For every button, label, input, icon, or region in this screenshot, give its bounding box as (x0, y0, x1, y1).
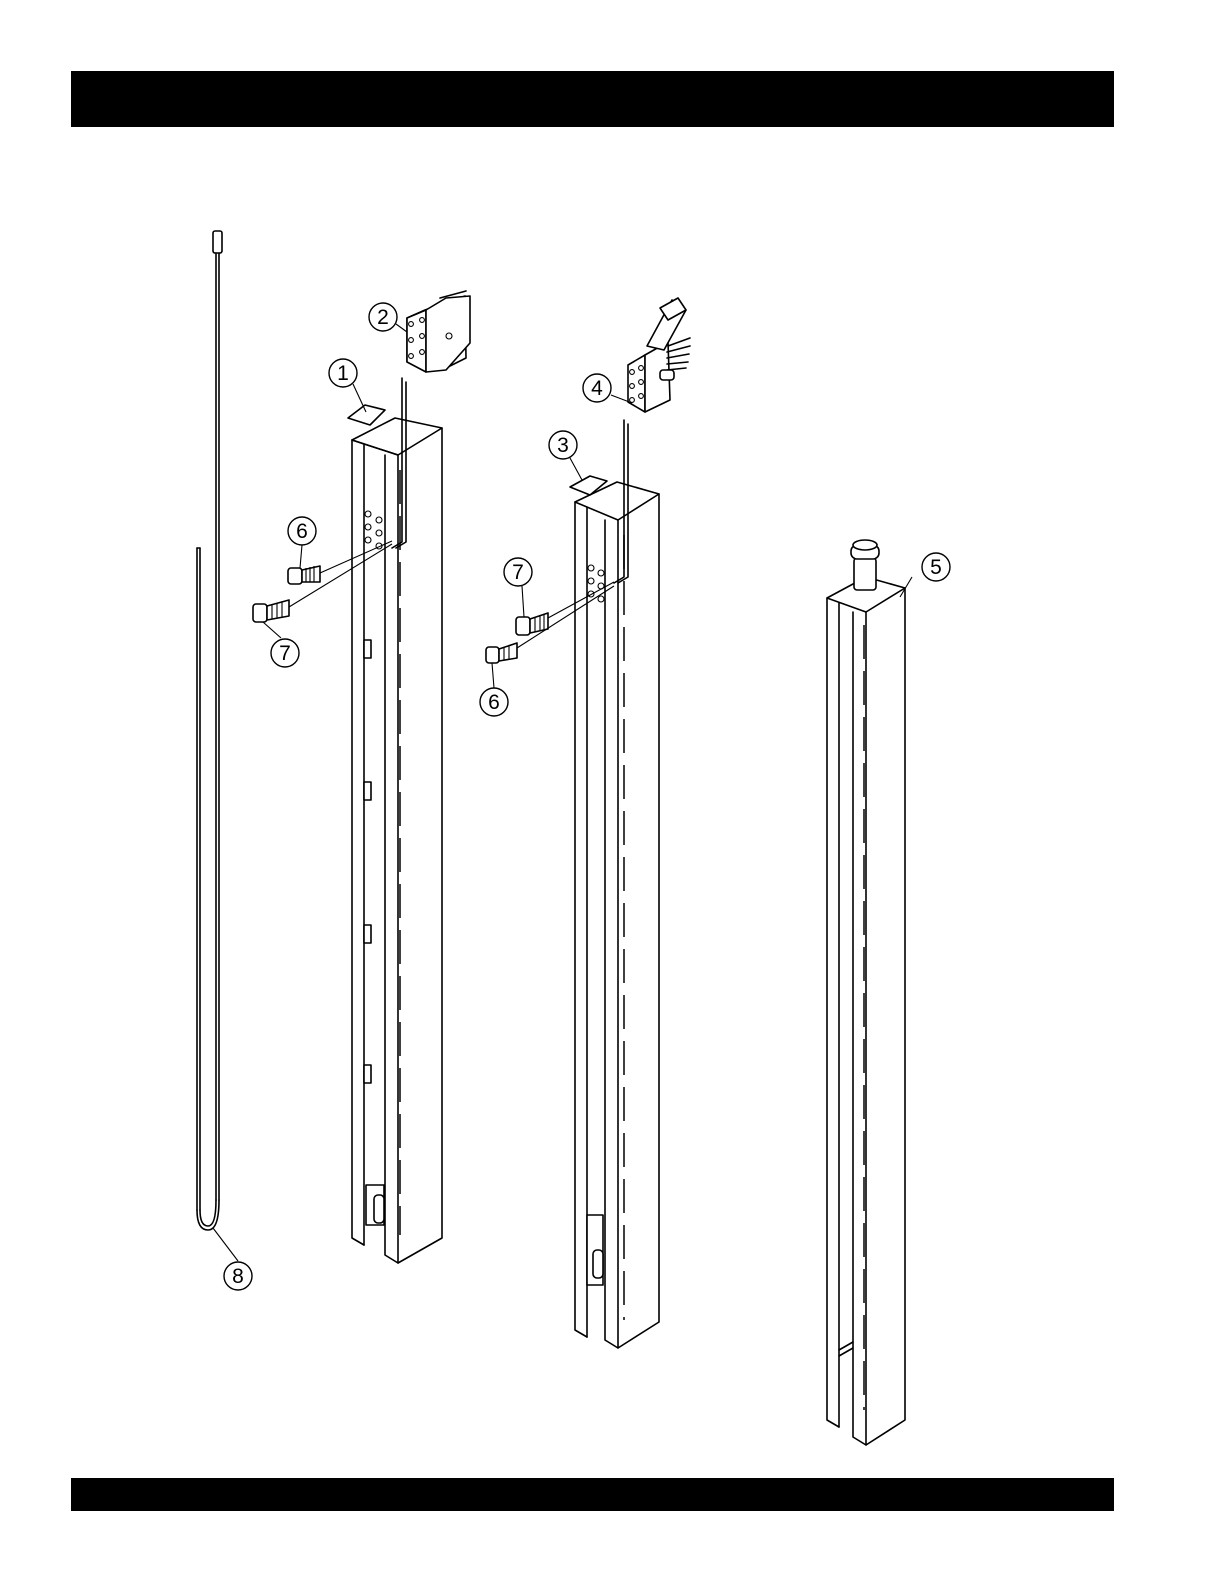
svg-text:1: 1 (337, 362, 349, 385)
part-6-bolt (288, 566, 320, 584)
svg-text:8: 8 (232, 1265, 244, 1288)
callout-2: 2 (369, 303, 397, 331)
callout-3: 3 (549, 431, 577, 459)
svg-text:5: 5 (930, 556, 942, 579)
svg-text:7: 7 (279, 642, 291, 665)
svg-text:6: 6 (488, 691, 500, 714)
part-8-rod-and-wire (197, 231, 222, 1230)
part-3-channel-column (570, 420, 659, 1348)
callout-6: 6 (288, 517, 316, 545)
part-5-channel-column (827, 540, 905, 1445)
svg-text:7: 7 (512, 561, 524, 584)
callout-8: 8 (224, 1262, 252, 1290)
part-1-channel-column (348, 378, 442, 1263)
callout-6: 6 (480, 688, 508, 716)
svg-text:6: 6 (296, 520, 308, 543)
svg-text:3: 3 (557, 434, 569, 457)
part-6-bolt (486, 643, 517, 663)
part-2-mounting-bracket (407, 291, 470, 372)
svg-text:2: 2 (377, 306, 389, 329)
callout-5: 5 (922, 553, 950, 581)
callout-4: 4 (583, 374, 611, 402)
callout-1: 1 (329, 359, 357, 387)
callout-7: 7 (504, 558, 532, 586)
svg-text:4: 4 (591, 377, 603, 400)
callout-7: 7 (271, 639, 299, 667)
part-7-bolt (253, 600, 289, 622)
part-4-spring-bracket (628, 298, 690, 412)
